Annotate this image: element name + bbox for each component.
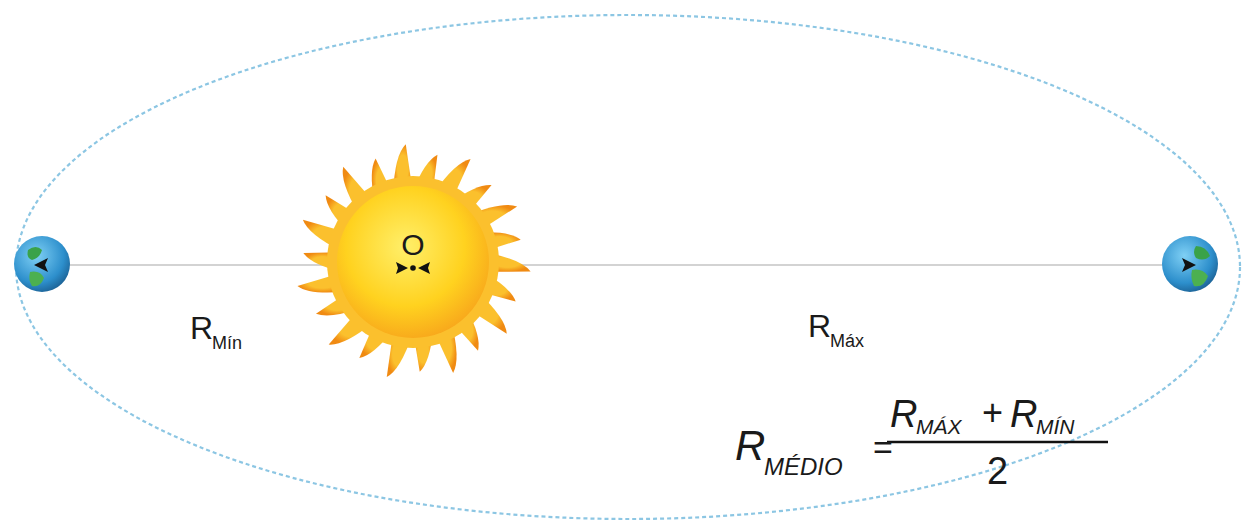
formula-subscript: MÁX [916,416,962,437]
arrow-head [396,262,408,274]
fraction-bar [887,441,1108,443]
focus-point [410,265,416,271]
sun-core [337,186,489,338]
formula-operator: = [873,430,893,464]
arrow-head [34,258,48,272]
formula-symbol: R [890,395,917,433]
formula-symbol: R [735,425,765,467]
orbit-path [16,15,1240,519]
radius-subscript: Mín [212,334,242,352]
focus-label: O [401,230,424,260]
arrow-head [418,262,430,274]
formula-subscript: MÉDIO [764,455,843,479]
sun [297,144,530,377]
formula-operator: + [982,395,1003,431]
formula-number: 2 [987,452,1008,490]
formula-symbol: R [1010,395,1037,433]
sun-halo [327,176,499,348]
radius-label: R [190,312,213,344]
radius-subscript: Máx [830,332,864,350]
earth-left [14,236,70,292]
axis-line [45,264,1190,266]
earth-right [1162,236,1218,292]
arrow-head [1182,258,1196,272]
radius-label: R [808,310,831,342]
formula-subscript: MÍN [1036,416,1075,437]
